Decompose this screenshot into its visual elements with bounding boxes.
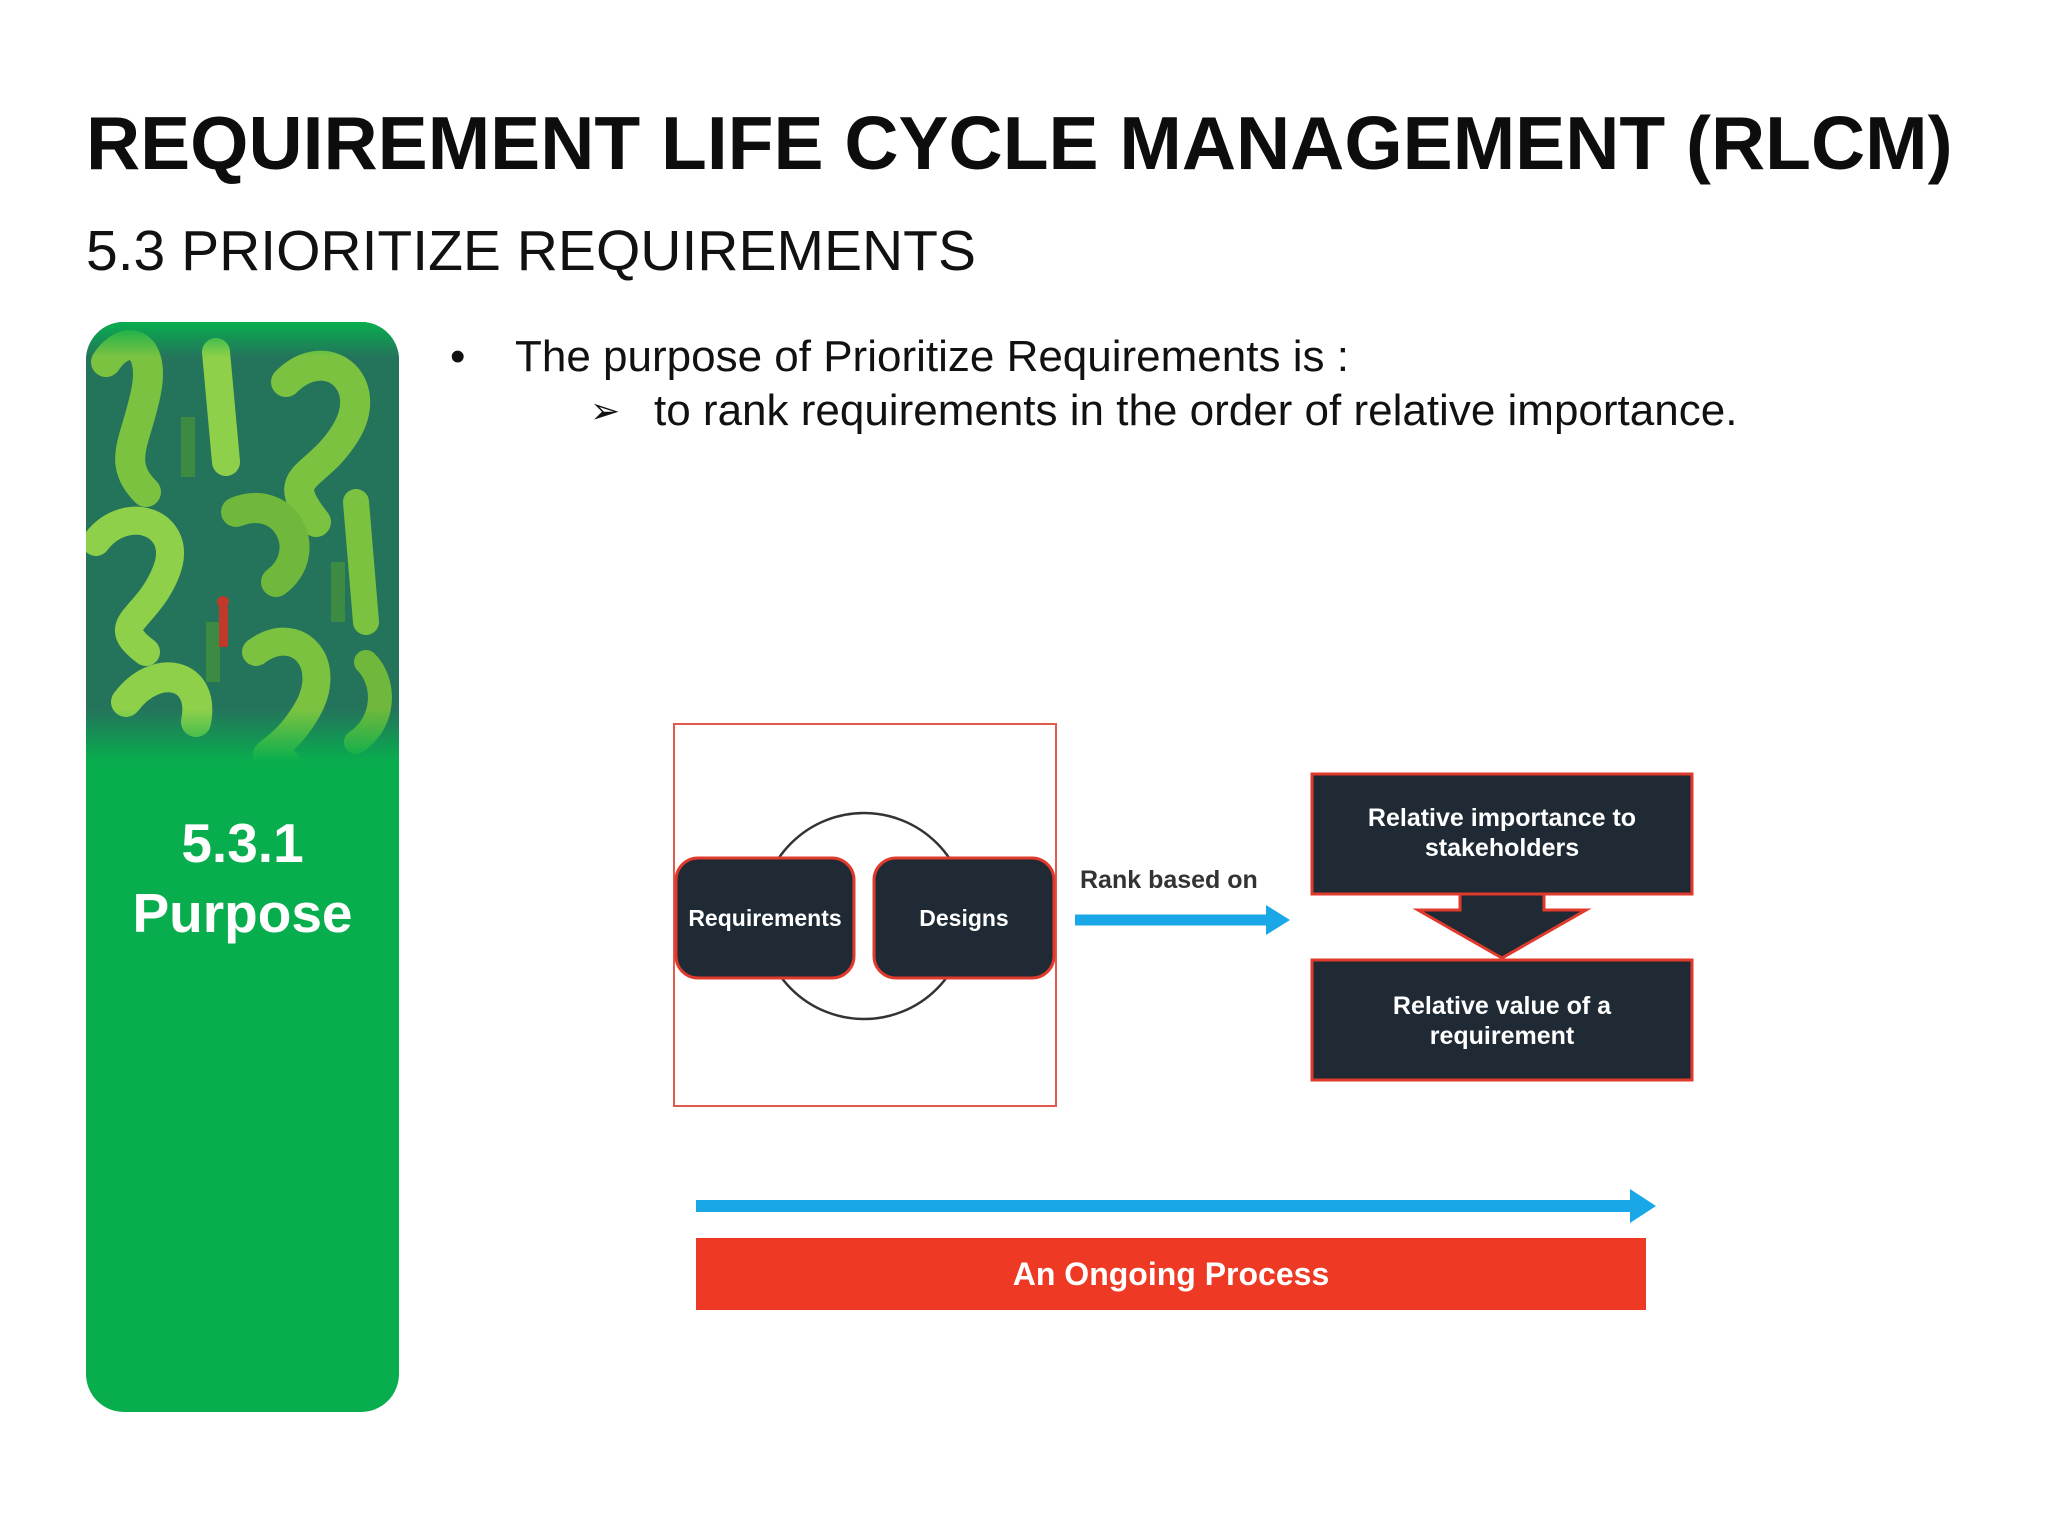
value-box-line-2: requirement — [1430, 1022, 1575, 1050]
section-label: Purpose — [132, 882, 353, 944]
importance-box — [1310, 772, 1694, 896]
down-arrow — [1412, 892, 1592, 960]
section-number: 5.3.1 — [181, 812, 304, 874]
value-box — [1310, 958, 1694, 1082]
designs-node-label: Designs — [919, 905, 1008, 931]
importance-box-line-2: stakeholders — [1425, 834, 1579, 862]
ongoing-process-banner — [696, 1238, 1646, 1310]
importance-box-line-1: Relative importance to — [1368, 804, 1636, 832]
process-arrow-head — [1630, 1189, 1656, 1223]
bullet-icon: • — [450, 332, 466, 381]
slide-title: REQUIREMENT LIFE CYCLE MANAGEMENT (RLCM) — [86, 101, 1953, 185]
bullet-text: The purpose of Prioritize Requirements i… — [515, 332, 1349, 381]
rank-arrow-head — [1266, 905, 1290, 935]
arrow-bullet-icon: ➢ — [590, 390, 621, 431]
side-panel: 5.3.1 Purpose — [86, 322, 399, 1412]
decorative-maze-image — [86, 322, 399, 762]
sub-bullet-text: to rank requirements in the order of rel… — [654, 386, 1738, 435]
slide-subtitle: 5.3 PRIORITIZE REQUIREMENTS — [86, 219, 976, 283]
ongoing-process-label: An Ongoing Process — [1013, 1256, 1329, 1292]
value-box-line-1: Relative value of a — [1393, 992, 1612, 1020]
designs-node — [872, 856, 1056, 980]
rank-based-on-label: Rank based on — [1080, 866, 1258, 894]
requirements-node-label: Requirements — [688, 905, 841, 931]
requirements-node — [674, 856, 856, 980]
prioritization-diagram: Requirements Designs Rank based on Relat… — [673, 723, 1694, 1310]
